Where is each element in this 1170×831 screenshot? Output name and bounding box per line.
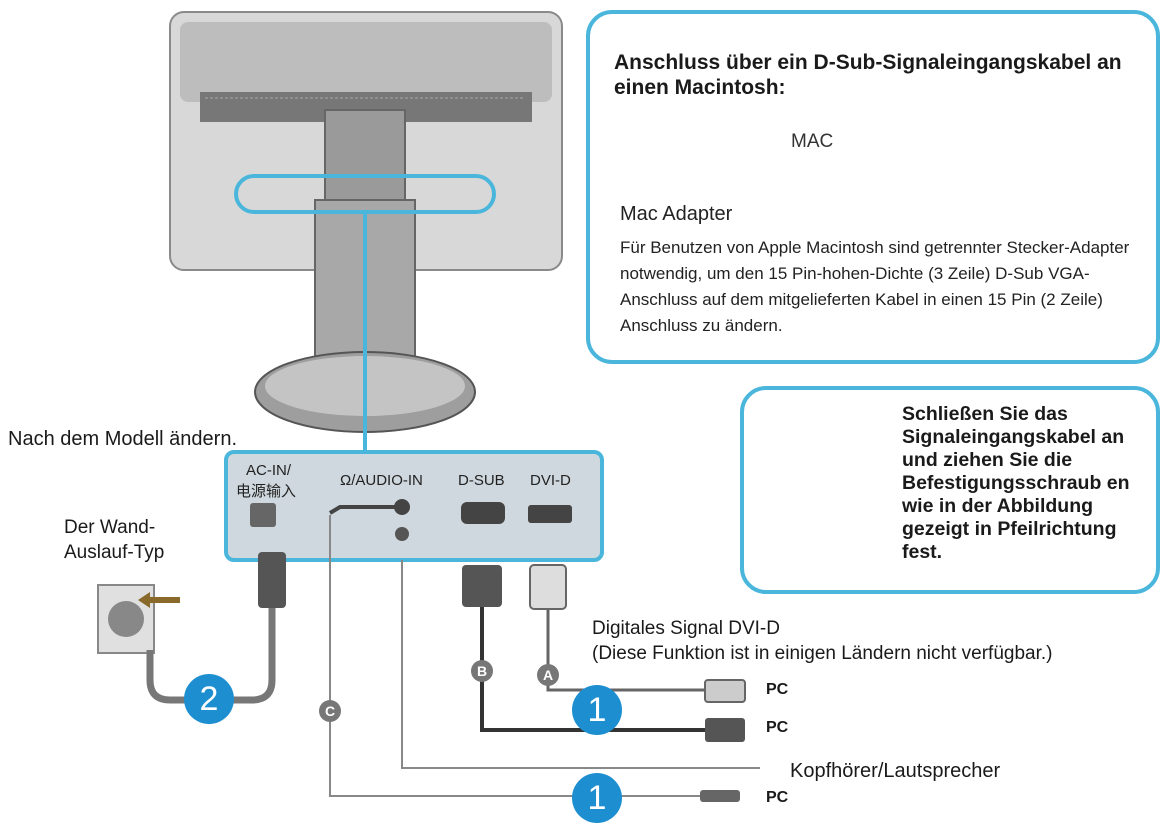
power-cable-art	[97, 552, 286, 704]
mac-target-label: MAC	[791, 131, 834, 152]
port-label-ac-in: AC-IN/	[246, 462, 291, 479]
cable-letter-a: A	[537, 664, 559, 686]
wall-outlet-label: Der Wand-Auslauf-Typ	[64, 517, 165, 563]
dvi-note-line1: Digitales Signal DVI-D	[592, 618, 780, 639]
mac-adapter-title: Mac Adapter	[620, 203, 733, 225]
pc-label-dsub: PC	[766, 719, 789, 736]
cable-letter-c: C	[319, 700, 341, 722]
dvi-note-line2: (Diese Funktion ist in einigen Ländern n…	[592, 643, 1053, 664]
pc-label-audio: PC	[766, 789, 789, 806]
step-1-signal-circle: 1	[572, 685, 622, 735]
pc-label-dvi: PC	[766, 681, 789, 698]
secure-cable-box	[740, 386, 1160, 594]
mac-box-title: Anschluss über ein D-Sub-Signaleingangsk…	[614, 51, 1122, 99]
port-panel	[224, 450, 604, 562]
monitor-back-illustration	[169, 11, 563, 452]
cable-letter-b: B	[471, 660, 493, 682]
port-label-dsub: D-SUB	[458, 472, 505, 489]
secure-cable-instructions: Schließen Sie das Signaleingangskabel an…	[902, 403, 1130, 563]
headphone-label: Kopfhörer/Lautsprecher	[790, 760, 1001, 782]
step-2-power-circle: 2	[184, 674, 234, 724]
model-note: Nach dem Modell ändern.	[8, 428, 238, 450]
signal-cables-art	[462, 564, 746, 742]
port-label-audio-in: Ω/AUDIO-IN	[340, 472, 423, 489]
port-label-ac-in-cn: 电源输入	[236, 483, 297, 500]
port-label-dvi: DVI-D	[530, 472, 571, 489]
step-1-audio-circle: 1	[572, 773, 622, 823]
mac-connection-box	[586, 10, 1160, 364]
mac-adapter-description: Für Benutzen von Apple Macintosh sind ge…	[620, 238, 1130, 335]
dvi-note: Digitales Signal DVI-D (Diese Funktion i…	[592, 616, 1052, 666]
